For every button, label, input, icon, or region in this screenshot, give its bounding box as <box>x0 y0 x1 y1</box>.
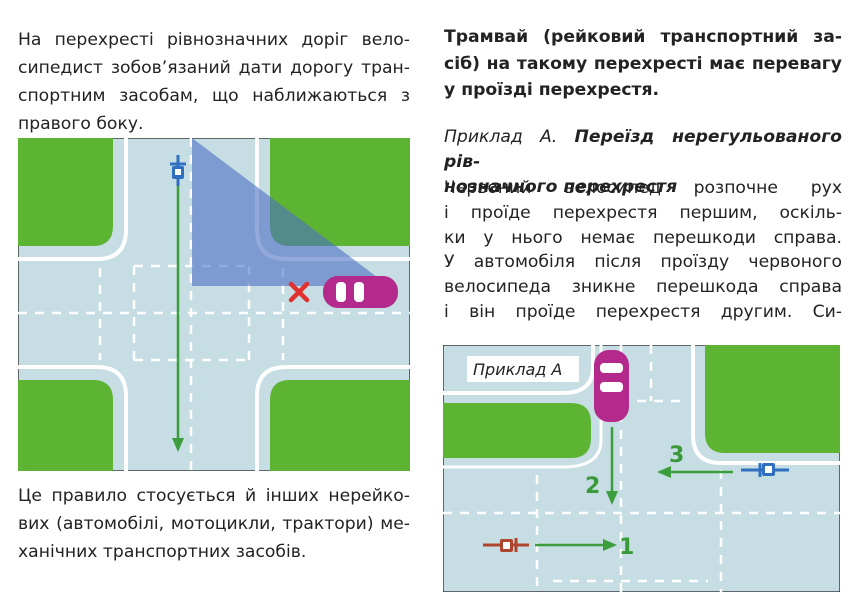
intro-line: правого боку. <box>18 114 144 134</box>
bicycle-icon <box>170 155 186 186</box>
red-bike-path-arrow <box>535 539 617 551</box>
example-line: ки у нього немає перешкоди справа. <box>444 227 842 248</box>
curb-line <box>443 345 603 469</box>
intersection-figure-1 <box>17 137 411 472</box>
grass-corner-bottom-right <box>270 380 410 471</box>
example-line: велосипеда зникне перешкода справа <box>444 277 842 298</box>
caption-background <box>467 356 579 382</box>
intersection-diagram-1 <box>17 137 411 472</box>
example-line: У автомобіля після проїзду червоного <box>444 252 842 273</box>
example-heading-line: нозначного перехрестя <box>444 175 842 200</box>
bicycle-icon-blue <box>741 463 789 477</box>
curb-line <box>255 365 410 471</box>
tram-rule-paragraph: Трамвай (рейковий транспортний за- сіб) … <box>444 24 842 104</box>
example-line: і він проїде перехрестя другим. Си- <box>444 301 842 322</box>
figure-caption: Приклад А <box>473 360 562 379</box>
car-path-arrow <box>606 427 618 505</box>
curb-line <box>691 345 840 465</box>
example-heading: Приклад А. Переїзд нерегульованого рів- … <box>444 125 842 200</box>
bicycle-icon-red <box>483 538 529 552</box>
order-label-2: 2 <box>585 474 600 499</box>
curb-line <box>18 365 128 471</box>
visibility-zone <box>192 138 389 286</box>
curb-line <box>18 138 128 261</box>
grass-corner-bottom-left <box>18 380 113 471</box>
cyclist-path-arrow <box>172 186 184 452</box>
example-title: нозначного перехрестя <box>444 177 678 197</box>
order-label-1: 1 <box>619 535 634 560</box>
intro-paragraph: На перехресті рівнозначних доріг вело- с… <box>18 26 410 138</box>
grass-corner-top-left <box>18 138 113 246</box>
outro-line: Це правило стосується й інших нерейко- <box>18 486 410 506</box>
intro-line: сипедист зобов’язаний дати дорогу тран- <box>18 58 410 78</box>
example-line: Червоний велосипед розпочне рух <box>444 178 842 198</box>
stop-cross-icon <box>288 281 310 303</box>
example-prefix: Приклад А. <box>444 127 558 147</box>
car-icon <box>594 350 629 422</box>
outro-line: вих (автомобілі, мотоцикли, трактори) ме… <box>18 514 410 534</box>
intersection-diagram-2: Приклад А 2 3 <box>442 344 841 593</box>
intro-line: спортним засобам, що наближаються з <box>18 86 410 106</box>
outro-line: ханічних транспортних засобів. <box>18 542 307 562</box>
rule-line: Трамвай (рейковий транспортний за- <box>444 27 842 47</box>
example-title: Переїзд нерегульованого рів- <box>444 127 842 172</box>
car-icon <box>323 276 398 308</box>
outro-paragraph: Це правило стосується й інших нерейко- в… <box>18 482 410 566</box>
grass-corner-top-right <box>270 138 410 246</box>
intro-line: На перехресті рівнозначних доріг вело- <box>18 30 410 50</box>
rule-line: сіб) на такому перехресті має перевагу <box>444 53 842 74</box>
example-line: і проїде перехрестя першим, оскіль- <box>444 202 842 223</box>
order-label-3: 3 <box>669 443 684 468</box>
rule-line: у проїзді перехрестя. <box>444 80 660 100</box>
example-body-paragraph: Червоний велосипед розпочне рух і проїде… <box>444 176 842 325</box>
grass-corner-top-right <box>705 345 840 453</box>
intersection-figure-2: Приклад А 2 3 <box>442 344 841 593</box>
curb-line <box>443 345 595 395</box>
example-heading-line: Приклад А. Переїзд нерегульованого рів- <box>444 125 842 175</box>
blue-bike-path-arrow <box>657 466 733 478</box>
grass-corner-top-left <box>443 403 591 458</box>
lane-markings <box>18 138 410 471</box>
